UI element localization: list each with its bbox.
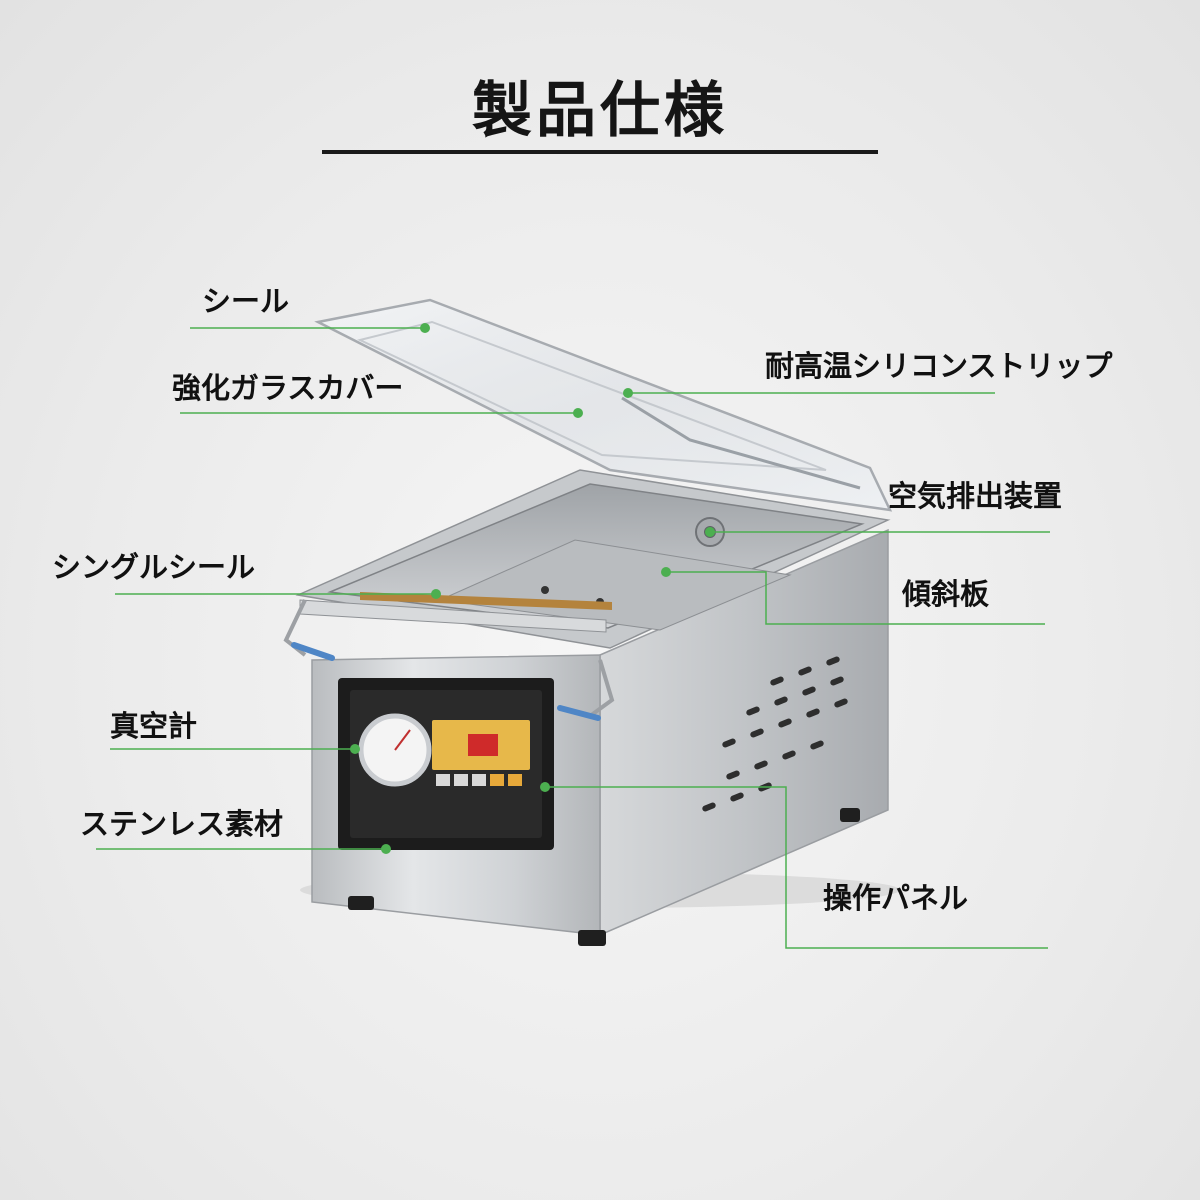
right-handle: [588, 659, 615, 718]
leader-dot: [661, 567, 671, 577]
leader-lines: [96, 327, 1050, 949]
plate-hole: [541, 586, 549, 594]
leader-dot: [381, 844, 391, 854]
control-button: [508, 774, 522, 786]
leader-line-control-panel: [545, 786, 1048, 949]
leader-dot: [573, 408, 583, 418]
leader-dot: [420, 323, 430, 333]
foot: [840, 808, 860, 822]
label-seal: シール: [202, 284, 290, 318]
control-button: [472, 774, 486, 786]
left-handle: [283, 599, 307, 657]
leader-line-tilt-plate: [666, 571, 1045, 625]
leader-dot: [540, 782, 550, 792]
leader-dot: [431, 589, 441, 599]
leader-dot: [350, 744, 360, 754]
silicone-strip: [621, 396, 861, 490]
label-silicone-strip: 耐高温シリコンストリップ: [765, 349, 1113, 383]
leader-dot: [705, 527, 715, 537]
foot: [348, 896, 374, 910]
control-button: [436, 774, 450, 786]
left-handle-grip: [291, 642, 335, 661]
digital-readout: [468, 734, 498, 756]
leader-dots: [350, 323, 715, 854]
vent-grille: [702, 656, 848, 812]
label-air-exhaust: 空気排出装置: [888, 479, 1063, 513]
label-control-panel: 操作パネル: [823, 881, 969, 915]
right-handle-grip: [557, 705, 601, 721]
label-single-seal: シングルシール: [52, 550, 256, 584]
label-vacuum-gauge: 真空計: [110, 709, 198, 743]
page-title: 製品仕様: [472, 76, 728, 146]
seal-bar: [360, 592, 612, 610]
label-stainless: ステンレス素材: [80, 807, 284, 841]
title-underline: [322, 150, 878, 154]
control-button: [454, 774, 468, 786]
foot: [578, 930, 606, 946]
label-tilt-plate: 傾斜板: [902, 577, 990, 611]
control-button: [490, 774, 504, 786]
leader-dot: [623, 388, 633, 398]
gauge-needle: [394, 729, 411, 751]
label-glass-cover: 強化ガラスカバー: [172, 371, 404, 405]
